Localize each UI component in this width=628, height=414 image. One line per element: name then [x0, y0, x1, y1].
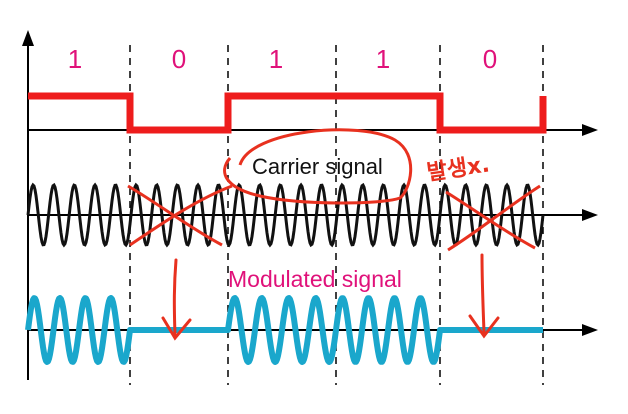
carrier-label-circle [223, 128, 413, 205]
bit-label: 1 [68, 44, 82, 74]
bit-label: 1 [376, 44, 390, 74]
handwritten-note: 발생x. [425, 152, 491, 186]
carrier-wave [26, 182, 545, 248]
digital-signal [28, 92, 547, 134]
cross-mark [127, 184, 233, 247]
bit-label: 0 [172, 44, 186, 74]
bit-label: 0 [483, 44, 497, 74]
arrow-down-icon [161, 258, 192, 341]
carrier-label: Carrier signal [252, 154, 383, 179]
modulated-label: Modulated signal [228, 266, 402, 292]
bit-label: 1 [269, 44, 283, 74]
cross-mark [445, 184, 541, 252]
arrow-down-icon [468, 253, 500, 339]
modulated-wave [25, 295, 545, 365]
